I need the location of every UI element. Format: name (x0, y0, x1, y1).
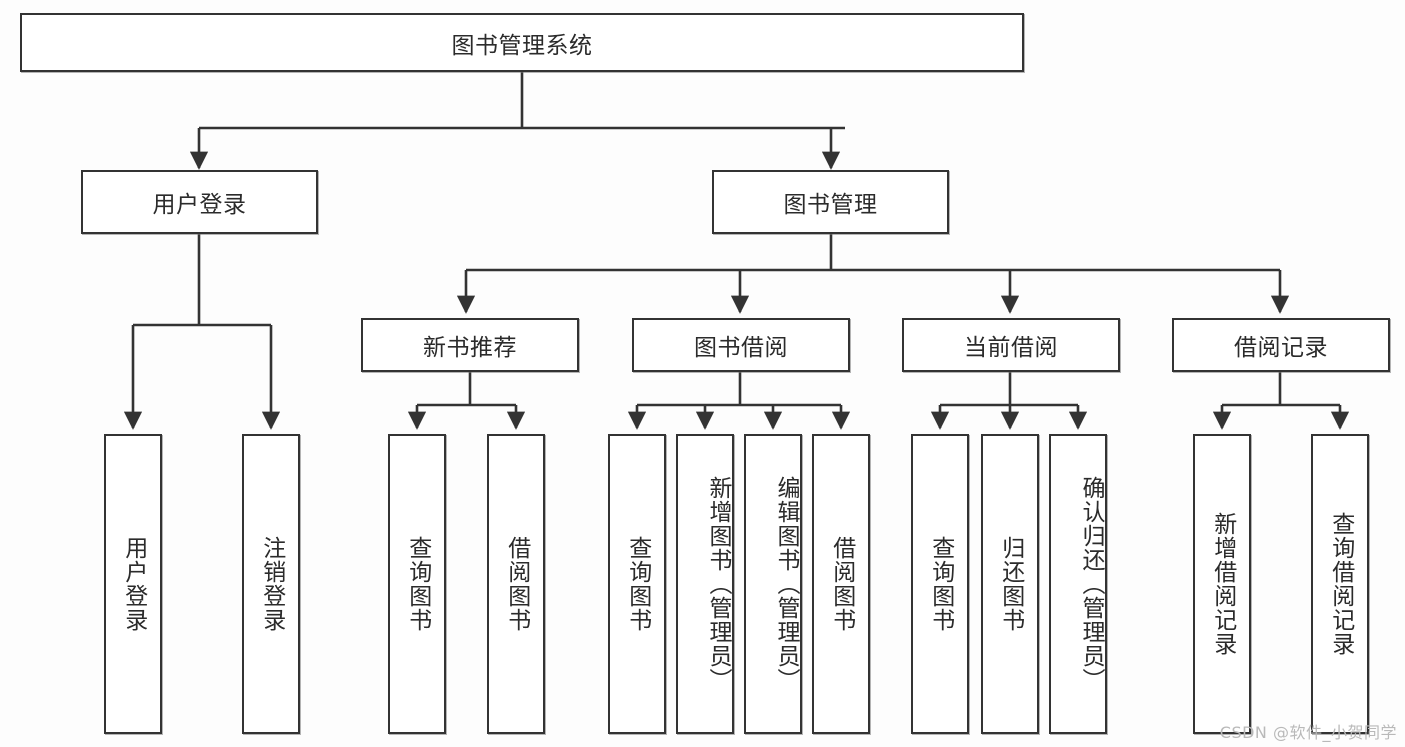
node-book-manage-label: 图书管理 (783, 192, 878, 218)
node-user-login[interactable]: 用户登录 (81, 170, 318, 234)
node-borrow-record[interactable]: 借阅记录 (1172, 318, 1390, 372)
node-current-borrow[interactable]: 当前借阅 (902, 318, 1120, 372)
leaf-confirm-return[interactable]: 确认归还（管理员） (1049, 434, 1107, 734)
leaf-query-book-1[interactable]: 查询图书 (388, 434, 446, 734)
leaf-query-book-2-label: 查询图书 (624, 536, 651, 632)
leaf-query-book-3[interactable]: 查询图书 (911, 434, 969, 734)
leaf-edit-book[interactable]: 编辑图书（管理员） (744, 434, 802, 734)
node-root[interactable]: 图书管理系统 (20, 13, 1024, 72)
leaf-user-login-label: 用户登录 (120, 536, 147, 632)
node-current-borrow-label: 当前借阅 (964, 335, 1058, 361)
node-new-book-recommend[interactable]: 新书推荐 (361, 318, 579, 372)
leaf-confirm-return-label: 确认归还（管理员） (1078, 476, 1104, 692)
node-new-book-recommend-label: 新书推荐 (423, 335, 517, 361)
node-root-label: 图书管理系统 (451, 32, 593, 59)
leaf-return-book[interactable]: 归还图书 (981, 434, 1039, 734)
node-book-borrow[interactable]: 图书借阅 (632, 318, 850, 372)
leaf-add-book-label: 新增图书（管理员） (705, 476, 731, 692)
leaf-add-record[interactable]: 新增借阅记录 (1193, 434, 1251, 734)
leaf-edit-book-label: 编辑图书（管理员） (773, 476, 799, 692)
leaf-borrow-book-1-label: 借阅图书 (503, 536, 530, 632)
leaf-borrow-book-2-label: 借阅图书 (828, 536, 855, 632)
watermark: CSDN @软件_小贺同学 (1219, 723, 1397, 742)
leaf-user-login[interactable]: 用户登录 (104, 434, 162, 734)
node-book-borrow-label: 图书借阅 (694, 335, 788, 361)
leaf-add-record-label: 新增借阅记录 (1209, 512, 1236, 656)
node-book-manage[interactable]: 图书管理 (712, 170, 949, 234)
leaf-borrow-book-2[interactable]: 借阅图书 (812, 434, 870, 734)
leaf-query-book-1-label: 查询图书 (404, 536, 431, 632)
node-borrow-record-label: 借阅记录 (1234, 335, 1328, 361)
leaf-query-record[interactable]: 查询借阅记录 (1311, 434, 1369, 734)
leaf-query-book-2[interactable]: 查询图书 (608, 434, 666, 734)
leaf-logout-label: 注销登录 (258, 536, 285, 632)
leaf-borrow-book-1[interactable]: 借阅图书 (487, 434, 545, 734)
leaf-return-book-label: 归还图书 (997, 536, 1024, 632)
leaf-query-record-label: 查询借阅记录 (1327, 512, 1354, 656)
node-user-login-label: 用户登录 (152, 192, 247, 218)
leaf-logout[interactable]: 注销登录 (242, 434, 300, 734)
leaf-query-book-3-label: 查询图书 (927, 536, 954, 632)
leaf-add-book[interactable]: 新增图书（管理员） (676, 434, 734, 734)
